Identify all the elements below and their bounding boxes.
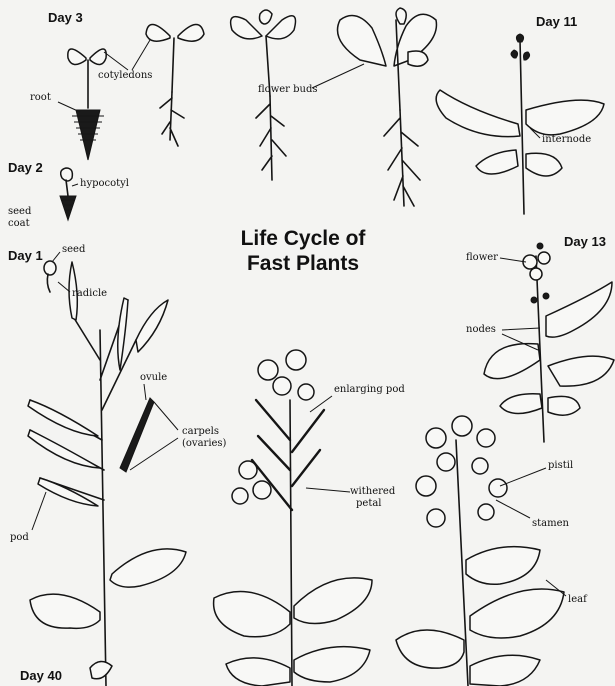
day2-seedling-drawing	[60, 168, 76, 220]
title-line-2: Fast Plants	[218, 251, 388, 276]
day3-label: Day 3	[48, 10, 83, 25]
young-plant-drawing	[231, 10, 296, 180]
carpels-label-line2: (ovaries)	[182, 438, 226, 449]
ovule-label: ovule	[140, 372, 167, 383]
day3-seedling-drawing	[68, 49, 106, 160]
flowering-plant-drawing	[396, 416, 564, 686]
leaf-label: leaf	[568, 594, 587, 605]
seed-coat-label-line2: coat	[8, 218, 30, 229]
internode-label: internode	[542, 134, 591, 145]
day13-label: Day 13	[564, 234, 606, 249]
seed-coat-label-line1: seed	[8, 206, 31, 217]
withered-petal-label-line1: withered	[350, 486, 395, 497]
root-label: root	[30, 92, 51, 103]
pod-label: pod	[10, 532, 29, 543]
enlarging-pod-label: enlarging pod	[334, 384, 405, 395]
hypocotyl-label: hypocotyl	[80, 178, 129, 189]
day2-label: Day 2	[8, 160, 43, 175]
diagram-title: Life Cycle of Fast Plants	[218, 226, 388, 276]
flower-buds-plant-drawing	[338, 8, 437, 206]
radicle-label: radicle	[72, 288, 107, 299]
carpels-label-line1: carpels	[182, 426, 219, 437]
day13-plant-drawing	[484, 243, 614, 442]
enlarging-pod-plant-drawing	[214, 350, 372, 686]
day11-plant-drawing	[436, 34, 604, 214]
nodes-label: nodes	[466, 324, 496, 335]
day1-seed-drawing	[44, 261, 56, 292]
pistil-label: pistil	[548, 460, 573, 471]
young-seedling-drawing	[146, 24, 204, 146]
seed-label: seed	[62, 244, 85, 255]
day40-label: Day 40	[20, 668, 62, 683]
day1-label: Day 1	[8, 248, 43, 263]
flower-buds-label: flower buds	[258, 84, 318, 95]
cotyledons-label: cotyledons	[98, 70, 152, 81]
stamen-label: stamen	[532, 518, 569, 529]
flower-label: flower	[466, 252, 498, 263]
title-line-1: Life Cycle of	[218, 226, 388, 251]
day40-plant-drawing	[28, 262, 186, 686]
day11-label: Day 11	[536, 14, 577, 29]
withered-petal-label-line2: petal	[356, 498, 382, 509]
